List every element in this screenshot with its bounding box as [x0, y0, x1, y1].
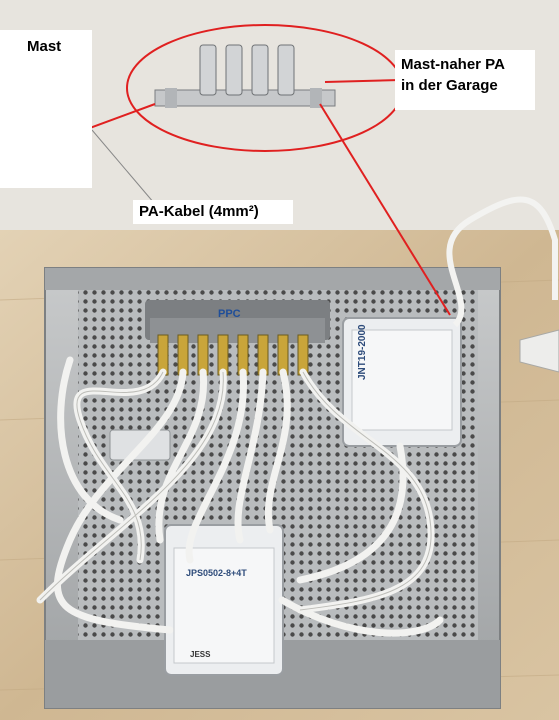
power-supply-unit: [342, 317, 462, 447]
amplifier-label-line2: in der Garage: [401, 77, 498, 94]
power-supply-model: JNT19-2000: [357, 324, 368, 380]
cable-label-box: PA-Kabel (4mm²): [133, 200, 293, 224]
coax-cable-outline: [39, 371, 432, 611]
red-line-plate: [319, 103, 451, 316]
f-connector-row: [157, 334, 309, 376]
mast-label: Mast: [27, 38, 62, 55]
amplifier-label-box: Mast-naher PA in der Garage: [395, 50, 535, 110]
power-plug: [519, 329, 559, 373]
amplifier-label-line1: Mast-naher PA: [401, 56, 505, 73]
cable-label: PA-Kabel (4mm²): [139, 203, 259, 220]
multiswitch-unit: [164, 524, 284, 676]
jess-brand: JESS: [190, 650, 211, 659]
multiswitch-model: JPS0502-8+4T: [186, 568, 247, 578]
mast-amplifier-assembly: [154, 44, 336, 108]
mast-label-box: Mast: [0, 30, 92, 188]
power-cable: [446, 196, 558, 328]
ppc-brand: PPC: [218, 308, 241, 320]
gray-line-cable: [91, 129, 161, 211]
red-line-label: [324, 79, 401, 83]
